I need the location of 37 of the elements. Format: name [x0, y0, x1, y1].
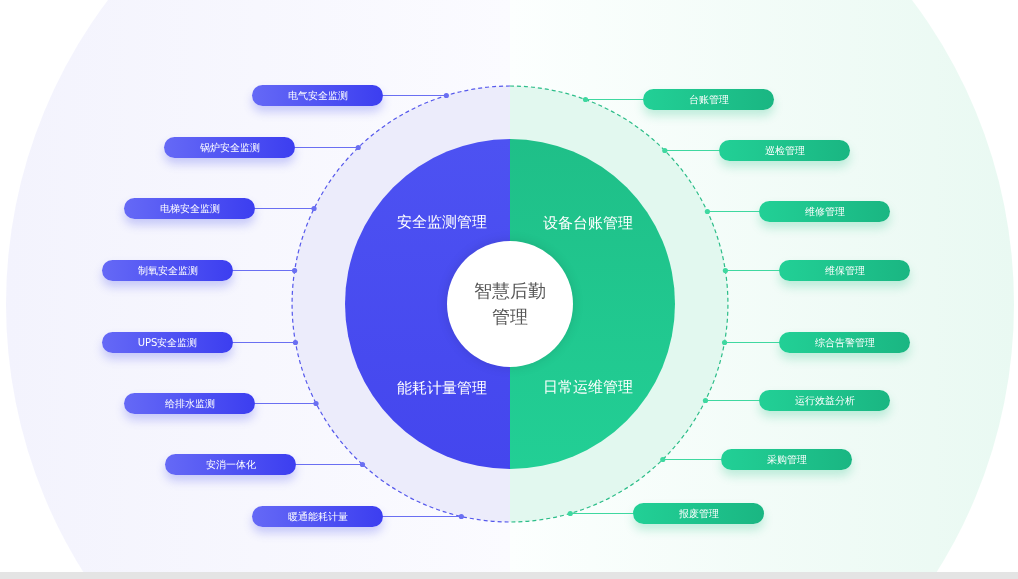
center-title: 智慧后勤管理 [473, 279, 547, 329]
leader-line [382, 513, 464, 520]
leader-line [704, 208, 760, 215]
sector-label: 能耗计量管理 [397, 378, 487, 398]
category-pill: UPS安全监测 [102, 332, 233, 353]
leader-line [567, 510, 634, 517]
sector-label: 日常运维管理 [543, 377, 633, 397]
category-pill: 给排水监测 [124, 393, 255, 414]
leader-line [702, 397, 760, 404]
category-pill: 巡检管理 [719, 140, 850, 161]
sector-label: 安全监测管理 [397, 212, 487, 232]
category-pill: 报废管理 [633, 503, 764, 524]
category-pill: 维保管理 [779, 260, 910, 281]
category-pill: 暖通能耗计量 [252, 506, 383, 527]
leader-line [722, 267, 780, 274]
category-pill: 运行效益分析 [759, 390, 890, 411]
leader-line [660, 456, 722, 463]
leader-line [662, 147, 720, 154]
category-pill: 维修管理 [759, 201, 890, 222]
category-pill: 综合告警管理 [779, 332, 910, 353]
leader-line [582, 96, 644, 103]
category-pill: 电梯安全监测 [124, 198, 255, 219]
leader-line [232, 267, 298, 274]
category-pill: 电气安全监测 [252, 85, 383, 106]
category-pill: 采购管理 [721, 449, 852, 470]
category-pill: 锅炉安全监测 [164, 137, 295, 158]
leader-line [294, 144, 361, 151]
category-pill: 安消一体化 [165, 454, 296, 475]
leader-line [254, 400, 319, 407]
leader-line [254, 205, 317, 212]
leader-line [295, 461, 366, 468]
leader-line [721, 339, 780, 346]
category-pill: 制氧安全监测 [102, 260, 233, 281]
sector-label: 设备台账管理 [543, 213, 633, 233]
leader-line [382, 92, 449, 99]
leader-line [232, 339, 299, 346]
category-pill: 台账管理 [643, 89, 774, 110]
